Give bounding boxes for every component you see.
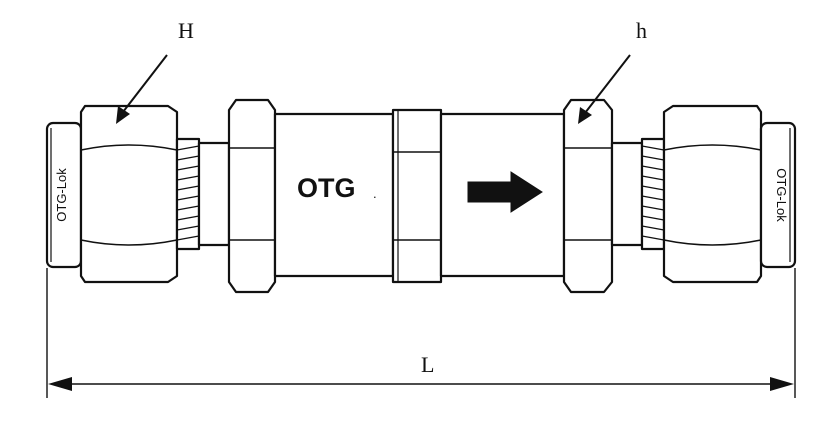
right-end-mark: OTG-Lok (774, 168, 789, 222)
label-length: L (421, 352, 434, 377)
right-thread (610, 137, 666, 251)
brand-dot: . (373, 186, 377, 201)
label-hex-large: H (178, 18, 194, 43)
right-arrow-icon (467, 171, 543, 213)
right-end-cap (759, 121, 797, 269)
brand-logo: OTG (297, 173, 356, 203)
label-hex-small: h (636, 18, 647, 43)
left-hex-nut (79, 104, 179, 284)
leader-arrow-h-small (578, 54, 631, 124)
right-hex-nut (662, 104, 763, 284)
leader-arrow-h-large (116, 54, 168, 124)
body-hex-left (227, 98, 277, 294)
left-thread (175, 137, 231, 251)
body-hex-right (562, 98, 614, 294)
body-cylinder-left (273, 112, 395, 278)
left-end-mark: OTG-Lok (54, 168, 69, 222)
double-arrow-icon (46, 268, 796, 398)
body-hex-center (391, 108, 443, 284)
